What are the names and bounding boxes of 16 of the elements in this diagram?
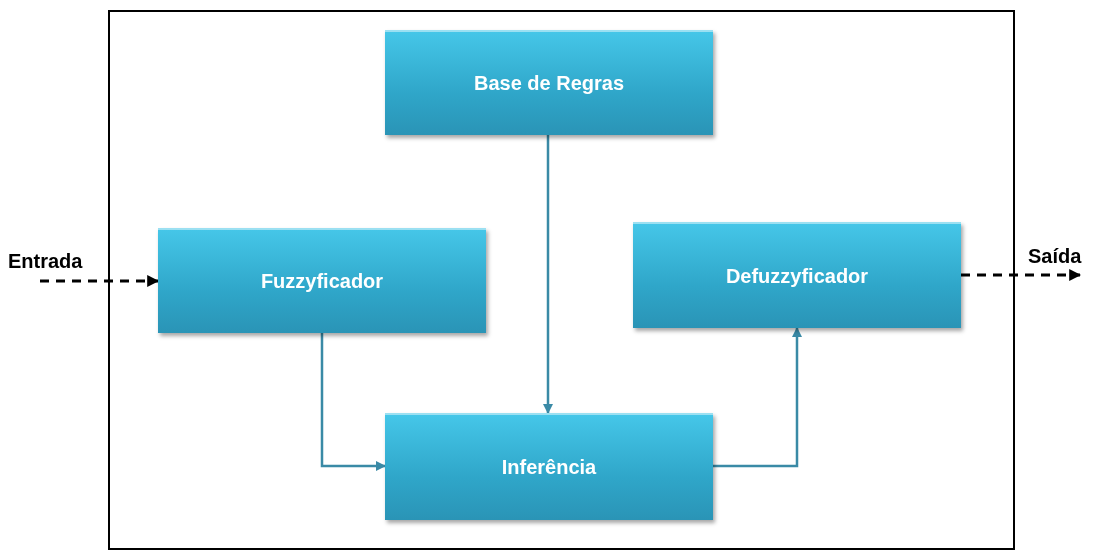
box-label: Base de Regras	[473, 72, 625, 95]
process-box	[158, 228, 486, 333]
arrow	[713, 327, 802, 468]
box-label: Defuzzyficador	[725, 264, 869, 288]
io-label: Saída	[1028, 245, 1082, 268]
arrow	[320, 333, 386, 471]
arrow	[961, 269, 1082, 281]
box-label: Inferência	[501, 456, 597, 479]
io-label: Entrada	[8, 250, 83, 273]
process-box	[633, 222, 961, 328]
process-box	[385, 413, 713, 520]
process-box	[385, 30, 713, 135]
box-label: Fuzzyficador	[260, 270, 384, 293]
arrow	[543, 135, 553, 414]
frame-box	[108, 10, 1015, 550]
arrow	[40, 275, 160, 287]
